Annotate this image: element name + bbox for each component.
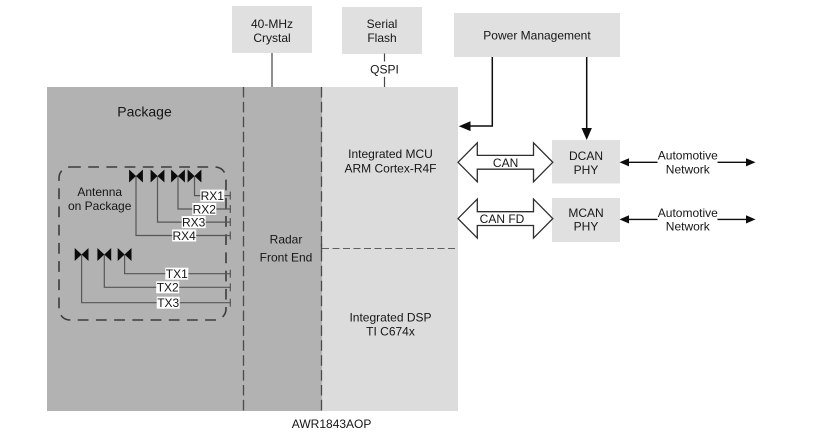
svg-text:Integrated DSP: Integrated DSP bbox=[349, 310, 431, 324]
svg-text:Integrated MCU: Integrated MCU bbox=[348, 147, 433, 161]
svg-text:Radar: Radar bbox=[270, 232, 303, 246]
svg-text:RX2: RX2 bbox=[193, 202, 217, 216]
svg-text:Serial: Serial bbox=[367, 17, 398, 31]
svg-text:ARM Cortex-R4F: ARM Cortex-R4F bbox=[344, 161, 436, 175]
svg-text:Flash: Flash bbox=[367, 31, 396, 45]
svg-text:PHY: PHY bbox=[574, 220, 599, 234]
svg-text:CAN: CAN bbox=[493, 156, 518, 170]
svg-text:TX3: TX3 bbox=[157, 296, 179, 310]
svg-text:on Package: on Package bbox=[68, 199, 132, 213]
svg-text:Automotive: Automotive bbox=[658, 149, 718, 163]
svg-text:Antenna: Antenna bbox=[77, 185, 122, 199]
svg-text:Front End: Front End bbox=[260, 251, 313, 265]
svg-text:QSPI: QSPI bbox=[370, 62, 399, 76]
svg-text:MCAN: MCAN bbox=[568, 206, 603, 220]
svg-text:Package: Package bbox=[117, 104, 172, 120]
svg-text:AWR1843AOP: AWR1843AOP bbox=[292, 417, 372, 431]
svg-text:RX1: RX1 bbox=[201, 189, 225, 203]
svg-text:RX4: RX4 bbox=[173, 229, 197, 243]
svg-text:Crystal: Crystal bbox=[253, 31, 290, 45]
svg-text:DCAN: DCAN bbox=[569, 149, 603, 163]
svg-text:Network: Network bbox=[666, 220, 711, 234]
svg-text:CAN FD: CAN FD bbox=[480, 212, 525, 226]
svg-text:TI C674x: TI C674x bbox=[366, 324, 415, 338]
svg-text:PHY: PHY bbox=[574, 163, 599, 177]
svg-text:Network: Network bbox=[666, 163, 711, 177]
svg-text:TX1: TX1 bbox=[166, 267, 188, 281]
svg-text:TX2: TX2 bbox=[157, 281, 179, 295]
svg-text:40-MHz: 40-MHz bbox=[251, 17, 293, 31]
svg-text:Power Management: Power Management bbox=[483, 28, 591, 42]
svg-text:Automotive: Automotive bbox=[658, 206, 718, 220]
svg-text:RX3: RX3 bbox=[182, 215, 206, 229]
